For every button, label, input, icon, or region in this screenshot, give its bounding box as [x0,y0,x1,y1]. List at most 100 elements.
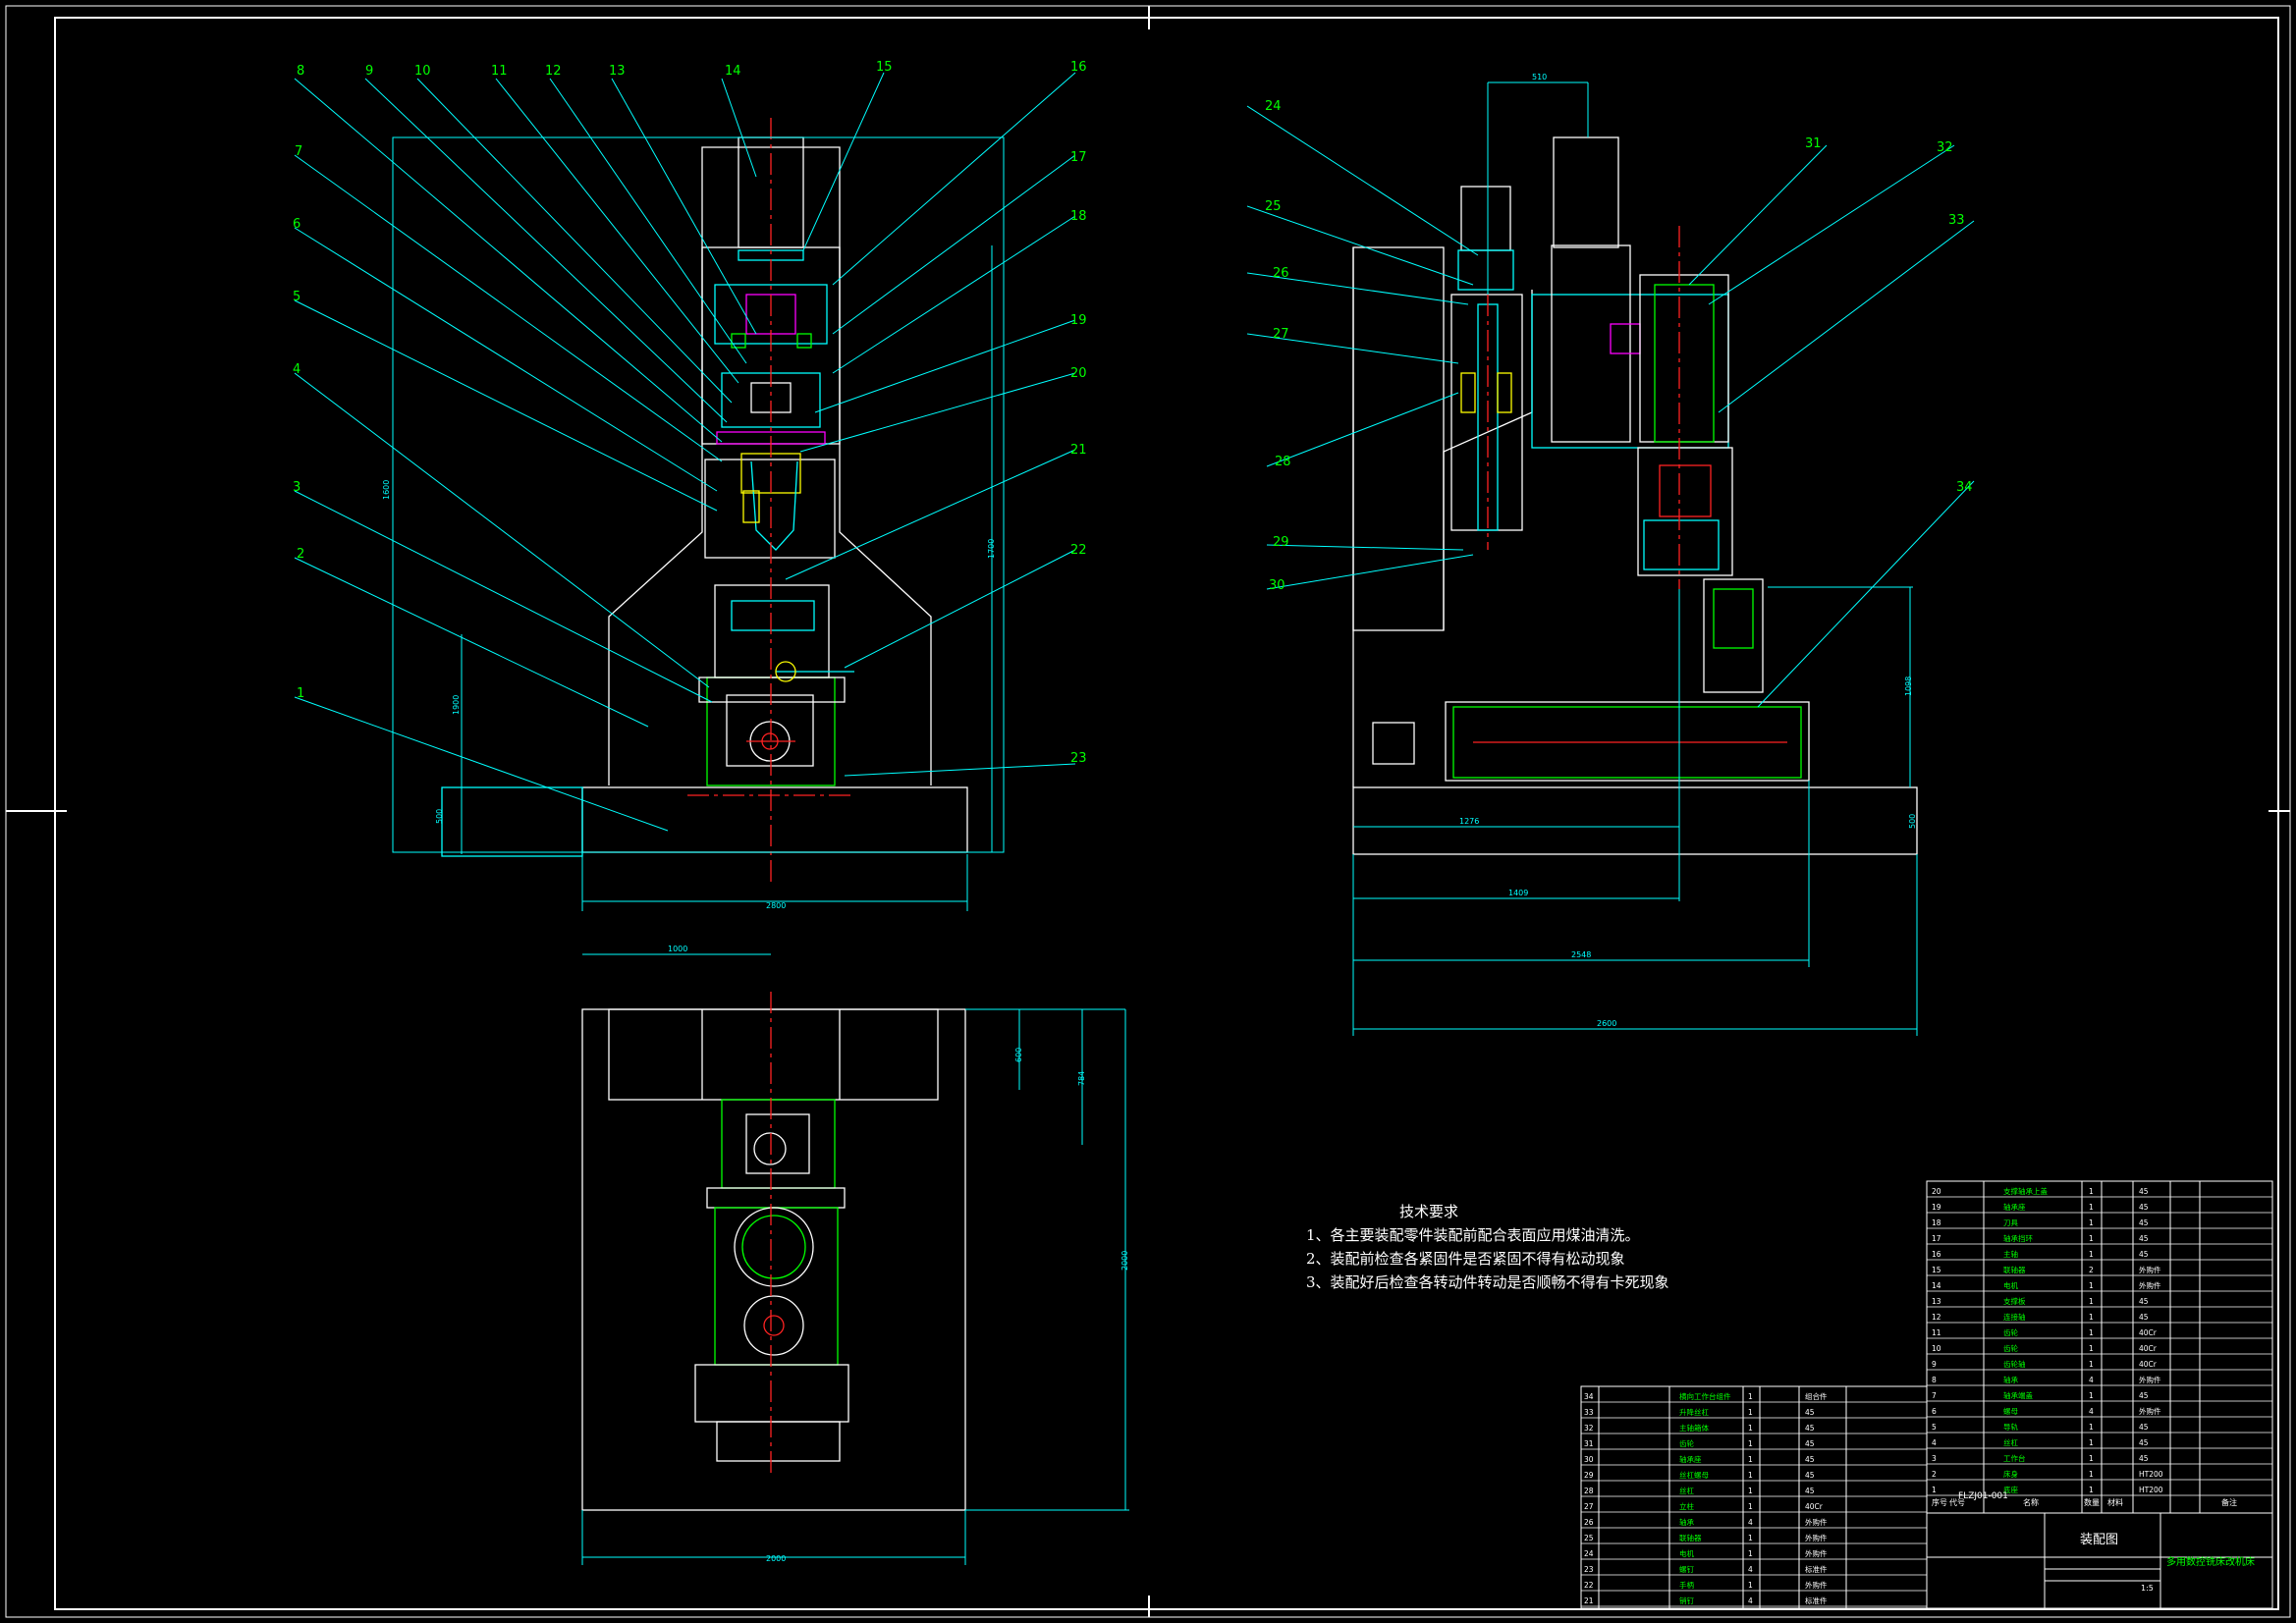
dim-text: 510 [1532,73,1547,81]
bom-cell: 1 [2089,1454,2094,1463]
bom-cell: 轴承 [2003,1375,2019,1384]
balloon: 34 [1956,480,1973,495]
bom-cell: 连接轴 [2003,1312,2026,1322]
balloon: 21 [1070,443,1087,458]
bom-cell: 16 [1932,1250,1941,1259]
dim-text: 1276 [1459,817,1479,826]
bom-header-cell: 序号 [1932,1497,1947,1507]
bom-cell: 组合件 [1805,1391,1828,1401]
balloon: 9 [365,64,373,79]
dim-text: 1000 [668,945,687,953]
balloon: 28 [1275,455,1291,469]
balloon: 13 [609,64,626,79]
balloon: 10 [414,64,431,79]
dim-text: 1409 [1508,889,1528,897]
bom-cell: 40Cr [2139,1344,2158,1353]
dim-text: 600 [1014,1048,1023,1062]
balloon: 6 [293,217,301,232]
bom-cell: 齿轮轴 [2003,1359,2026,1369]
balloon: 31 [1805,136,1822,151]
bom-cell: 外购件 [2139,1280,2161,1290]
bom-cell: 标准件 [1805,1596,1828,1605]
title-block-text: 装配图 多用数控铣床改机床 FLZJ01-001 1:5 [1958,1491,2255,1593]
bom-cell: 8 [1932,1376,1937,1384]
bom-cell: 11 [1932,1328,1941,1337]
bom-right-grid [1926,1180,2273,1609]
bom-cell: 22 [1584,1581,1594,1590]
bom-cell: 齿轮 [2003,1327,2019,1337]
bom-cell: 支撑板 [2003,1296,2026,1306]
bom-cell: 1 [1748,1502,1753,1511]
bom-cell: 底座 [2003,1485,2019,1494]
bom-cell: 轴承挡环 [2003,1233,2033,1243]
bom-cell: 28 [1584,1487,1594,1495]
bom-header-cell: 备注 [2221,1497,2237,1507]
bom-cell: 20 [1932,1187,1941,1196]
balloon: 1 [297,686,304,701]
bom-cell: 轴承 [1679,1517,1695,1527]
bom-cell: 1 [1748,1487,1753,1495]
bom-cell: 40Cr [2139,1328,2158,1337]
drawing-title: 装配图 [2080,1533,2118,1547]
bom-cell: 销钉 [1679,1596,1695,1605]
bom-cell: 14 [1932,1281,1941,1290]
bom-cell: 外购件 [2139,1265,2161,1274]
bom-cell: 12 [1932,1313,1941,1322]
bom-cell: 轴承座 [2003,1202,2026,1212]
balloon: 11 [491,64,508,79]
balloon: 8 [297,64,304,79]
dim-text: 500 [1908,814,1917,829]
front-balloons: 1 2 3 4 5 6 7 8 9 10 11 12 13 14 15 16 1… [293,60,1087,766]
bom-cell: 丝杠 [1679,1486,1695,1495]
bom-cell: 丝杠螺母 [1679,1470,1709,1480]
bom-cell: 19 [1932,1203,1941,1212]
bom-cell: 23 [1584,1565,1594,1574]
bom-cell: 1 [2089,1313,2094,1322]
bom-cell: 26 [1584,1518,1594,1527]
balloon: 24 [1265,99,1282,114]
bom-cell: 4 [1748,1565,1753,1574]
bom-cell: 45 [2139,1218,2149,1227]
balloon: 15 [876,60,893,75]
bom-cell: 13 [1932,1297,1941,1306]
bom-cell: 45 [1805,1471,1815,1480]
balloon: 18 [1070,209,1087,224]
centering-marks [6,6,2290,1617]
bom-cell: 1 [1748,1471,1753,1480]
bom-cell: 外购件 [2139,1406,2161,1416]
bom-cell: 6 [1932,1407,1937,1416]
bom-cell: 21 [1584,1596,1594,1605]
bom-header-cell: 材料 [2107,1497,2123,1507]
bom-cell: 齿轮 [1679,1438,1695,1448]
bom-cell: 45 [2139,1454,2149,1463]
bom-cell: 45 [1805,1408,1815,1417]
bom-right-header: 序号 代号 名称 数量 材料 备注 [1932,1497,2237,1507]
bom-cell: 1 [2089,1250,2094,1259]
bom-cell: 45 [2139,1391,2149,1400]
bom-cell: 4 [2089,1376,2094,1384]
dim-text: 2800 [766,901,786,910]
bom-cell: 4 [2089,1407,2094,1416]
bom-cell: 2 [2089,1266,2094,1274]
bom-cell: 4 [1748,1518,1753,1527]
bom-cell: 1 [2089,1218,2094,1227]
dim-text: 1600 [382,480,391,500]
balloon: 23 [1070,751,1087,766]
bom-cell: 33 [1584,1408,1594,1417]
bom-cell: 1 [2089,1438,2094,1447]
bom-cell: 刀具 [2003,1218,2019,1227]
bom-cell: 1 [1932,1486,1937,1494]
bom-cell: 1 [1748,1408,1753,1417]
bom-cell: 45 [2139,1313,2149,1322]
bom-cell: 1 [1748,1424,1753,1433]
balloon: 20 [1070,366,1087,381]
dim-text: 2600 [1597,1019,1616,1028]
bom-cell: 外购件 [1805,1548,1828,1558]
balloon: 3 [293,480,301,495]
balloon: 5 [293,290,301,304]
bom-cell: 45 [2139,1187,2149,1196]
bom-cell: 45 [2139,1297,2149,1306]
bom-cell: 1 [1748,1392,1753,1401]
bom-cell: 45 [2139,1423,2149,1432]
